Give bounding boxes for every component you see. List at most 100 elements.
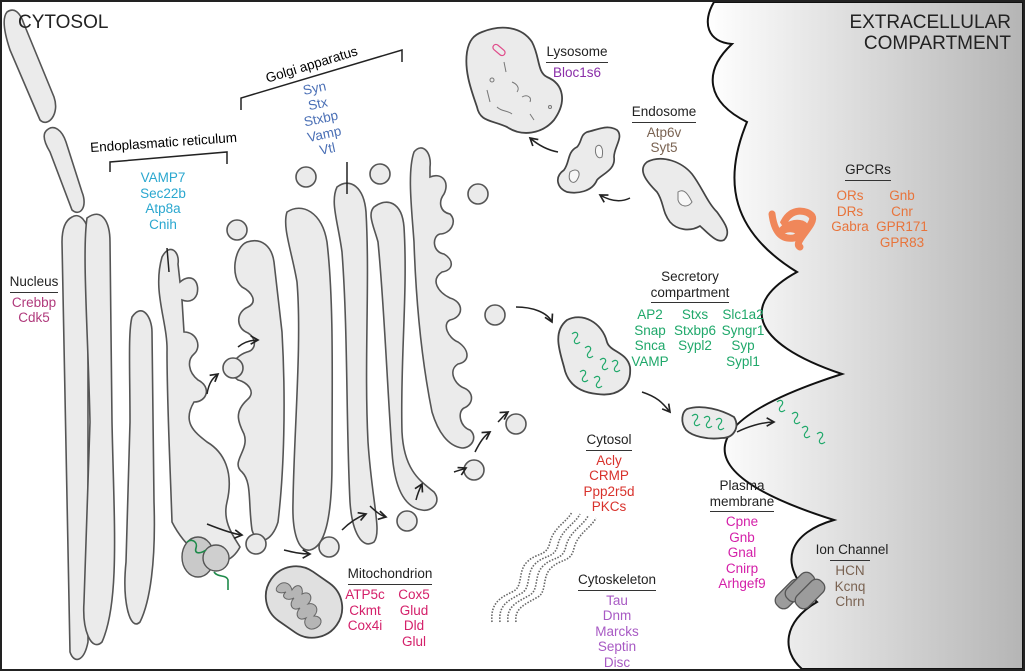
plasma-membrane-title-line2: membrane [709,494,775,512]
label-brackets [109,48,403,273]
cytoskeleton-label: Cytoskeleton Tau Dnm Marcks Septin Disc [572,572,662,670]
mitochondrion-gene: Glul [401,633,426,649]
gpcrs-title-wrap: GPCRs [838,162,898,183]
extracellular-title-line2: COMPARTMENT [863,33,1011,54]
cytoskeleton-gene: Disc [603,654,631,670]
nucleus-gene: Crebbp [11,294,57,310]
secretory-gene: Sypl2 [678,338,712,353]
lysosome-gene: Bloc1s6 [552,64,602,80]
secretory-gene: Slc1a2 [722,307,764,322]
er-gene: Cnih [149,216,177,232]
gpcr-gene: ORs [836,188,864,203]
mitochondrion-icon [264,565,344,639]
ion-channel-gene-list: HCN Kcnq Chrn [830,560,870,610]
nuclear-envelope [3,9,89,661]
plasma-membrane-label: Plasma membrane Cpne Gnb Gnal Cnirp Arhg… [704,478,780,592]
cytosol-gene: Ppp2r5d [583,483,635,499]
nucleus-label: Nucleus Crebbp Cdk5 [8,274,60,326]
ion-channel-gene: Chrn [835,594,865,609]
secretory-title-line1: Secretory [661,269,719,284]
gpcr-gene: Gnb [889,188,915,203]
cytoskeleton-title: Cytoskeleton [577,572,657,591]
gpcr-gene: GPR83 [879,234,925,250]
secretory-gene: VAMP [631,353,669,369]
mitochondrion-gene: Cox4i [347,618,383,633]
extracellular-title-line1: EXTRACELLULAR [849,12,1011,33]
golgi-apparatus [231,147,475,551]
secretory-gene: Syp [731,338,755,353]
endoplasmic-reticulum [82,213,241,646]
secretory-granules [557,316,826,445]
secretory-gene-col3: Slc1a2 Syngr1 Syp Sypl1 [718,307,768,369]
gpcr-gene: Cnr [891,203,913,219]
er-gene: Atp8a [145,201,181,216]
nucleus-gene: Cdk5 [18,310,50,325]
cytoskeleton-icon [491,511,597,623]
plasma-membrane-gene: Cpne [725,514,759,529]
er-gene: VAMP7 [140,170,186,185]
cytosol-gene: Acly [596,452,622,468]
extracellular-region-title: EXTRACELLULAR COMPARTMENT [849,12,1011,54]
plasma-membrane-gene: Gnb [729,529,755,545]
secretory-gene: Sypl1 [726,353,760,369]
lysosome-label: Lysosome Bloc1s6 [542,44,612,80]
cytosol-region-title: CYTOSOL [18,12,109,33]
cytosol-label: Cytosol Acly CRMP Ppp2r5d PKCs [574,432,644,515]
cytosol-gene: CRMP [589,468,629,483]
gpcrs-title: GPCRs [845,162,891,181]
secretory-title-line2: compartment [650,285,730,303]
endosome-gene: Syt5 [650,140,678,155]
mitochondrion-gene: Ckmt [349,602,381,618]
mitochondrion-gene: Dld [403,618,425,633]
mitochondrion-gene: Glud [399,602,429,618]
gpcr-gene: Gabra [831,219,869,234]
secretory-gene: AP2 [637,307,663,322]
mitochondrion-gene-col1: ATP5c Ckmt Cox4i [340,587,390,634]
secretory-gene: Stxbp6 [673,322,717,338]
gpcr-receptor-icon [768,207,817,251]
ribosome-icon [181,536,230,590]
trafficking-arrows [206,136,776,559]
cytoskeleton-gene: Septin [597,639,637,654]
plasma-membrane-gene: Cnirp [725,560,759,576]
gpcr-gene: GPR171 [876,219,928,234]
nucleus-title: Nucleus [9,274,59,293]
mitochondrion-gene: Cox5 [398,587,430,602]
gpcrs-gene-col2: Gnb Cnr GPR171 GPR83 [872,188,932,250]
secretory-title: Secretory compartment [638,269,742,305]
cytosol-title: Cytosol [586,432,632,451]
gpcrs-gene-col1: ORs DRs Gabra [824,188,876,235]
plasma-membrane-title-line1: Plasma [719,478,765,493]
secretory-gene-col1: AP2 Snap Snca VAMP [628,307,672,369]
secretory-gene: Snap [634,322,666,338]
mitochondrion-gene: ATP5c [345,587,385,602]
plasma-membrane-gene: Gnal [727,545,757,560]
ion-channel-gene: HCN [835,563,865,578]
gpcr-gene: DRs [836,203,864,219]
plasma-membrane-gene: Arhgef9 [718,576,766,591]
secretory-gene-col2: Stxs Stxbp6 Sypl2 [670,307,720,354]
ion-channel-gene: Kcnq [834,578,866,594]
ion-channel-label: Ion Channel [810,542,894,558]
er-gene: Sec22b [140,185,186,201]
endosomes [557,126,729,242]
endosome-gene: Atp6v [646,124,682,140]
cytoskeleton-gene: Tau [606,592,628,608]
secretory-gene: Stxs [681,307,709,322]
mitochondrion-title-wrap: Mitochondrion [340,566,440,587]
mitochondrion-gene-col2: Cox5 Glud Dld Glul [392,587,436,649]
transport-vesicles [222,163,527,558]
mitochondrion-title: Mitochondrion [347,566,433,585]
lysosome-title: Lysosome [546,44,608,63]
lysosome [465,26,563,134]
cytoskeleton-gene: Dnm [602,608,632,623]
endosome-label: Endosome Atp6v Syt5 [626,104,702,156]
secretory-gene: Snca [634,338,666,353]
cytoskeleton-gene: Marcks [595,623,639,639]
cytosol-gene: PKCs [591,499,627,514]
endosome-title: Endosome [631,104,697,123]
er-gene-list: VAMP7 Sec22b Atp8a Cnih [128,170,198,232]
ion-channel-icon [774,571,826,610]
